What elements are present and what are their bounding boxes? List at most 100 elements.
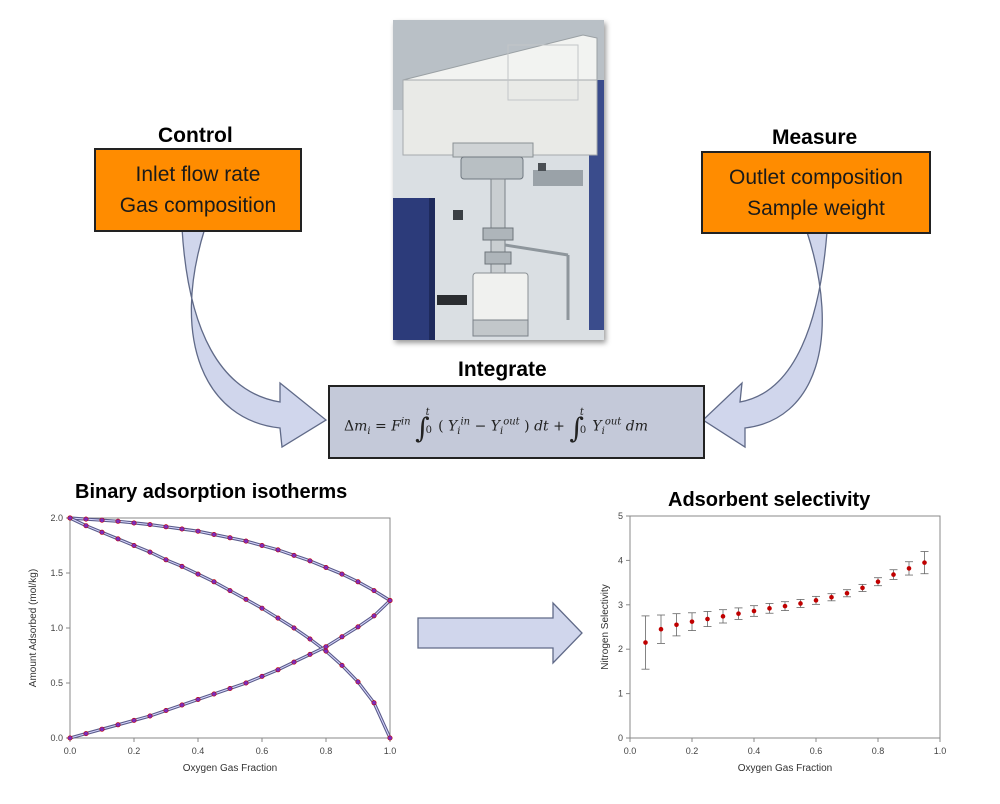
y-tick-label: 1.5 bbox=[50, 568, 63, 578]
selectivity-point bbox=[906, 566, 912, 571]
isotherm-point bbox=[163, 524, 169, 530]
isotherm-point bbox=[387, 598, 393, 604]
selectivity-point bbox=[860, 585, 865, 591]
isotherm-point bbox=[163, 557, 169, 563]
isotherms-title: Binary adsorption isotherms bbox=[75, 481, 348, 503]
isotherms-to-selectivity-arrow bbox=[417, 601, 583, 665]
isotherm-point bbox=[211, 691, 217, 697]
y-tick-label: 1 bbox=[618, 689, 623, 699]
x-tick-label: 0.6 bbox=[256, 746, 269, 756]
x-axis-label: Oxygen Gas Fraction bbox=[738, 763, 832, 774]
isotherm-point bbox=[275, 615, 281, 621]
isotherm-point bbox=[371, 700, 377, 706]
y-tick-label: 5 bbox=[618, 512, 623, 521]
isotherm-point bbox=[83, 516, 89, 522]
x-axis-label: Oxygen Gas Fraction bbox=[183, 763, 277, 774]
isotherm-point bbox=[355, 579, 361, 585]
x-tick-label: 1.0 bbox=[384, 746, 397, 756]
measure-to-integrate-arrow bbox=[701, 231, 828, 449]
x-tick-label: 0.0 bbox=[624, 746, 637, 756]
y-axis-label: Amount Adsorbed (mol/kg) bbox=[28, 569, 39, 687]
isotherm-point bbox=[227, 535, 233, 541]
control-title: Control bbox=[158, 124, 233, 147]
isotherm-series-2-line bbox=[69, 517, 391, 739]
y-tick-label: 2.0 bbox=[50, 513, 63, 523]
selectivity-point bbox=[767, 606, 772, 611]
x-tick-label: 1.0 bbox=[934, 746, 947, 756]
selectivity-point bbox=[736, 611, 741, 616]
isotherm-point bbox=[243, 538, 249, 544]
isotherm-point bbox=[115, 536, 121, 542]
isotherm-point bbox=[259, 542, 265, 548]
control-to-integrate-arrow bbox=[181, 227, 328, 449]
isotherm-point bbox=[387, 735, 393, 741]
integrate-title: Integrate bbox=[458, 358, 547, 381]
x-tick-label: 0.6 bbox=[810, 746, 823, 756]
selectivity-point bbox=[829, 594, 834, 600]
selectivity-point bbox=[782, 603, 788, 609]
isotherm-point bbox=[371, 588, 377, 594]
isotherm-point bbox=[67, 515, 73, 521]
isotherm-point bbox=[291, 659, 297, 665]
isotherm-point bbox=[323, 564, 329, 570]
isotherm-point bbox=[275, 547, 281, 553]
isotherm-point bbox=[195, 528, 201, 534]
control-box: Inlet flow rate Gas composition bbox=[94, 148, 302, 232]
y-tick-label: 2 bbox=[618, 644, 623, 654]
selectivity-point bbox=[798, 601, 803, 606]
isotherm-point bbox=[99, 529, 105, 535]
isotherm-point bbox=[115, 518, 121, 524]
isotherm-point bbox=[291, 625, 297, 631]
isotherm-point bbox=[371, 613, 377, 619]
selectivity-point bbox=[689, 619, 695, 624]
y-tick-label: 0.5 bbox=[50, 678, 63, 688]
selectivity-point bbox=[844, 590, 850, 596]
selectivity-point bbox=[705, 616, 710, 622]
isotherm-point bbox=[227, 686, 233, 692]
isotherm-point bbox=[147, 549, 153, 555]
isotherm-point bbox=[147, 522, 153, 528]
x-tick-label: 0.0 bbox=[64, 746, 77, 756]
x-tick-label: 0.8 bbox=[872, 746, 885, 756]
selectivity-point bbox=[720, 614, 726, 619]
measure-title: Measure bbox=[772, 126, 858, 149]
selectivity-point bbox=[891, 572, 896, 577]
x-tick-label: 0.4 bbox=[192, 746, 205, 756]
isotherm-point bbox=[275, 667, 281, 673]
plot-frame bbox=[629, 515, 941, 739]
isotherm-point bbox=[179, 526, 185, 532]
isotherm-point bbox=[83, 523, 89, 529]
control-item-gas-composition: Gas composition bbox=[119, 194, 277, 217]
isotherm-point bbox=[99, 517, 105, 523]
selectivity-point bbox=[674, 622, 679, 628]
selectivity-title: Adsorbent selectivity bbox=[668, 489, 871, 511]
measure-box: Outlet composition Sample weight bbox=[701, 151, 931, 234]
isotherm-point bbox=[307, 636, 313, 642]
isotherm-point bbox=[211, 531, 217, 537]
x-tick-label: 0.4 bbox=[748, 746, 761, 756]
isotherm-series-3-band bbox=[69, 599, 392, 740]
isotherm-point bbox=[67, 735, 73, 741]
plot-frame bbox=[69, 517, 391, 739]
isotherm-point bbox=[243, 680, 249, 686]
isotherm-point bbox=[83, 731, 89, 737]
isotherm-point bbox=[307, 558, 313, 564]
isotherm-point bbox=[227, 588, 233, 594]
x-tick-label: 0.8 bbox=[320, 746, 333, 756]
isotherm-point bbox=[323, 648, 329, 654]
y-tick-label: 0.0 bbox=[50, 733, 63, 743]
selectivity-point bbox=[751, 608, 757, 614]
isotherm-point bbox=[355, 624, 361, 630]
isotherm-point bbox=[115, 722, 121, 728]
isotherm-point bbox=[179, 702, 185, 708]
selectivity-point bbox=[658, 626, 664, 632]
isotherm-point bbox=[147, 713, 153, 719]
y-tick-label: 1.0 bbox=[50, 623, 63, 633]
measure-item-outlet-composition: Outlet composition bbox=[729, 165, 903, 189]
selectivity-point bbox=[875, 579, 881, 585]
